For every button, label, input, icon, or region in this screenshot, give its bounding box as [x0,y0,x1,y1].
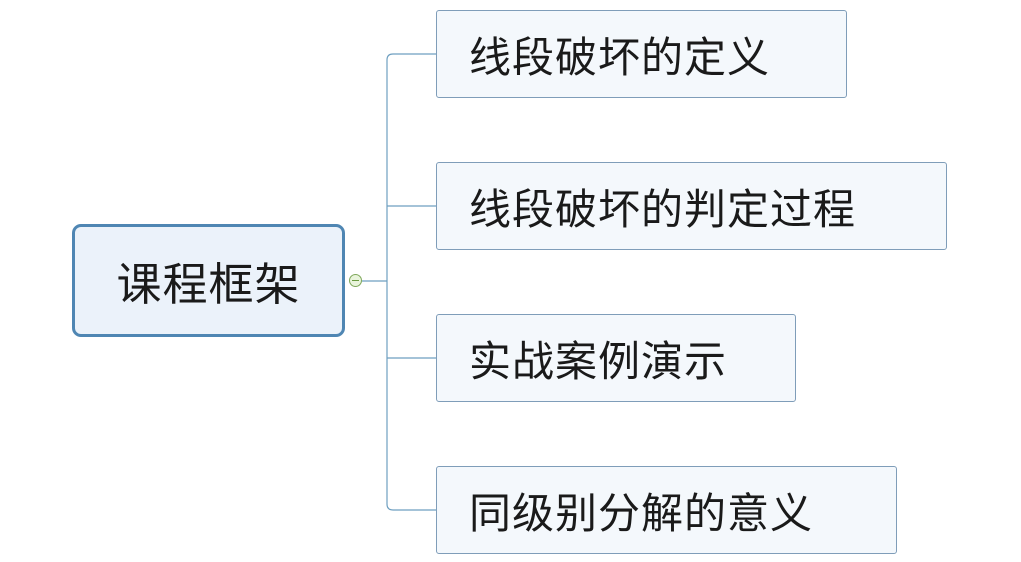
subtopic-label: 同级别分解的意义 [469,488,814,538]
root-topic[interactable]: 课程框架 [72,224,345,337]
root-topic-label: 课程框架 [116,258,301,311]
subtopic-label: 线段破坏的判定过程 [469,184,857,234]
subtopic-case-demo[interactable]: 实战案例演示 [436,314,796,402]
subtopic-same-level-decomposition[interactable]: 同级别分解的意义 [436,466,897,554]
branch-trunk [386,53,436,511]
subtopic-label: 线段破坏的定义 [469,32,771,82]
subtopic-label: 实战案例演示 [469,336,728,386]
subtopic-definition[interactable]: 线段破坏的定义 [436,10,847,98]
subtopic-judgement-process[interactable]: 线段破坏的判定过程 [436,162,947,250]
minus-circle-icon[interactable] [349,274,362,287]
